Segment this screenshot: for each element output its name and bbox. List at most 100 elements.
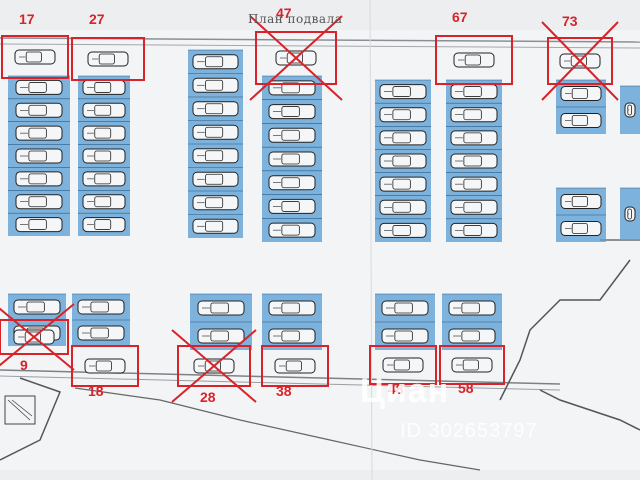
cross-line	[0, 303, 75, 367]
car-symbol	[82, 148, 126, 164]
spot-box-48[interactable]	[369, 345, 437, 385]
car-symbol	[77, 325, 125, 341]
car-symbol	[450, 222, 498, 238]
car-symbol	[14, 49, 56, 65]
watermark-logo-text: Циан	[360, 372, 450, 410]
car-symbol	[268, 328, 316, 344]
car-symbol	[82, 194, 126, 210]
car-symbol	[448, 300, 496, 316]
cross-marks	[0, 15, 619, 403]
spot-box-9[interactable]	[0, 319, 69, 355]
car-symbol	[15, 125, 63, 141]
car-symbol	[450, 130, 498, 146]
car-symbol	[197, 300, 245, 316]
highlighted-spots	[0, 31, 613, 387]
car-symbol	[379, 84, 427, 100]
car-symbol	[453, 52, 495, 68]
car-symbol	[448, 328, 496, 344]
car-symbol	[450, 84, 498, 100]
car-symbol	[268, 151, 316, 167]
spot-box-38[interactable]	[261, 345, 329, 387]
cross-line	[249, 15, 343, 101]
car-symbol	[192, 101, 239, 117]
spot-label-58: 58	[458, 380, 474, 396]
car-symbol	[268, 127, 316, 143]
cross-line	[171, 329, 257, 403]
car-symbol	[560, 86, 602, 101]
car-symbol	[379, 130, 427, 146]
car-symbol	[15, 102, 63, 118]
spot-label-9: 9	[20, 357, 28, 373]
car-symbol	[87, 51, 129, 67]
car-symbol	[450, 199, 498, 215]
car-symbol	[15, 194, 63, 210]
watermark-id: ID 302653797	[400, 420, 538, 442]
car-symbol	[13, 299, 61, 315]
car-symbols	[13, 49, 636, 374]
car-symbol	[451, 357, 493, 373]
spot-label-38: 38	[276, 383, 292, 399]
car-symbol	[192, 77, 239, 93]
car-symbol	[379, 199, 427, 215]
car-symbol	[192, 124, 239, 140]
spot-label-67: 67	[452, 9, 468, 25]
car-symbol	[192, 171, 239, 187]
car-symbol	[192, 54, 239, 70]
car-symbol	[82, 217, 126, 233]
spot-label-48: 48	[388, 381, 404, 397]
car-symbol	[379, 222, 427, 238]
spot-box-18[interactable]	[71, 345, 139, 387]
car-symbol	[379, 176, 427, 192]
spot-box-27[interactable]	[71, 37, 145, 81]
car-symbol	[268, 198, 316, 214]
car-symbol	[382, 357, 424, 373]
car-symbol	[560, 113, 602, 128]
car-symbol	[192, 148, 239, 164]
spot-box-67[interactable]	[435, 35, 513, 85]
car-symbol	[82, 102, 126, 118]
car-symbol	[450, 153, 498, 169]
car-symbol	[84, 358, 126, 374]
car-symbol	[268, 222, 316, 238]
car-symbol	[82, 79, 126, 95]
spot-label-73: 73	[562, 13, 578, 29]
car-symbol	[450, 107, 498, 123]
car-symbol	[268, 104, 316, 120]
car-symbol	[379, 153, 427, 169]
car-symbol	[624, 206, 636, 222]
car-symbol	[560, 194, 602, 209]
car-symbol	[560, 221, 602, 236]
spot-label-17: 17	[19, 11, 35, 27]
car-symbol	[268, 175, 316, 191]
spot-label-28: 28	[200, 389, 216, 405]
car-symbol	[82, 171, 126, 187]
car-symbol	[381, 300, 429, 316]
car-symbol	[15, 171, 63, 187]
car-symbol	[77, 299, 125, 315]
car-symbol	[268, 300, 316, 316]
car-symbol	[268, 80, 316, 96]
car-symbol	[274, 358, 316, 374]
car-symbol	[15, 79, 63, 95]
car-symbol	[192, 218, 239, 234]
plan-title: План подвала	[248, 12, 343, 26]
car-symbol	[379, 107, 427, 123]
spot-box-58[interactable]	[439, 345, 505, 385]
spot-label-27: 27	[89, 11, 105, 27]
car-symbol	[82, 125, 126, 141]
car-symbol	[15, 148, 63, 164]
spot-box-28[interactable]	[177, 345, 251, 387]
car-symbol	[15, 217, 63, 233]
spot-box-73[interactable]	[547, 37, 613, 85]
car-symbol	[197, 328, 245, 344]
car-symbol	[450, 176, 498, 192]
car-symbol	[624, 102, 636, 118]
cross-line	[541, 21, 619, 101]
spot-label-18: 18	[88, 383, 104, 399]
car-symbol	[192, 195, 239, 211]
spot-box-47[interactable]	[255, 31, 337, 85]
car-symbol	[381, 328, 429, 344]
spot-box-17[interactable]	[1, 35, 69, 79]
spot-label-47: 47	[276, 5, 292, 21]
